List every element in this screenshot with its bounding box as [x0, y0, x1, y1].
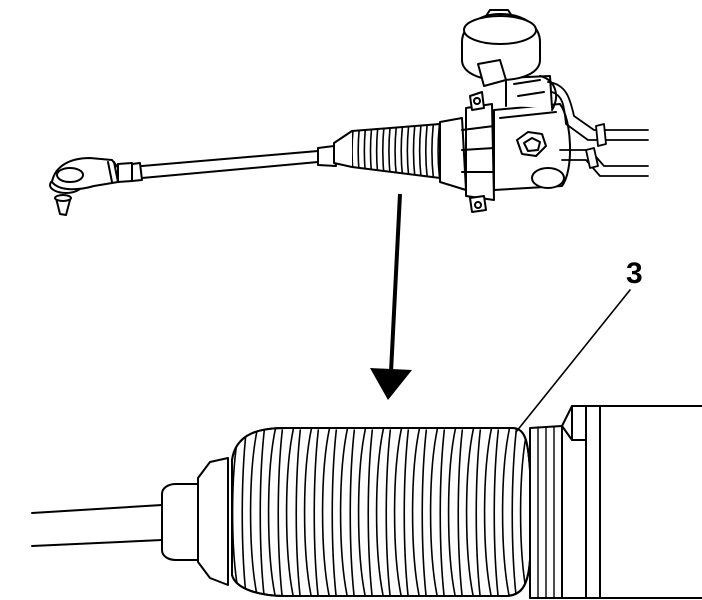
bellows-groove	[241, 429, 248, 596]
bellows-rib	[303, 428, 313, 596]
bellows-groove	[403, 429, 410, 596]
bellows-rib	[267, 428, 277, 596]
rack-housing-clamp	[439, 91, 495, 213]
bellows-rib	[249, 428, 259, 596]
boot-neck	[161, 457, 229, 586]
bellows-rib	[447, 428, 457, 596]
bellows-groove	[277, 429, 284, 596]
bellows-groove	[367, 429, 374, 596]
bellows-groove	[349, 429, 356, 596]
bellows-rib	[285, 428, 295, 596]
bellows-groove	[313, 429, 320, 596]
bellows-groove	[475, 429, 482, 596]
bellows-groove	[511, 429, 518, 596]
bellows-rib	[465, 428, 475, 596]
bellows-groove	[295, 429, 302, 596]
small-bellows-boot	[333, 123, 441, 179]
bellows-rib	[393, 428, 403, 596]
bellows-rib	[339, 428, 349, 596]
bellows-rib	[375, 428, 385, 596]
bellows-rib	[411, 428, 421, 596]
bellows-groove	[259, 429, 266, 596]
tie-rod	[117, 150, 319, 183]
valve-body	[493, 103, 571, 191]
steering-housing	[561, 405, 702, 599]
bellows-rib	[321, 428, 331, 596]
boot-detail-view	[31, 289, 702, 599]
pinion-reservoir	[461, 9, 557, 111]
bellows-groove	[385, 429, 392, 596]
bellows-rib	[357, 428, 367, 596]
hydraulic-lines	[547, 81, 649, 177]
bellows-boot	[231, 427, 531, 597]
detail-arrow	[370, 193, 412, 400]
bellows-rib	[501, 428, 511, 596]
bellows-groove	[331, 429, 338, 596]
callout-label-3: 3	[626, 257, 643, 290]
boot-collar	[529, 425, 563, 599]
bellows-groove	[457, 429, 464, 596]
tie-rod-detail	[31, 504, 163, 547]
bellows-groove	[421, 429, 428, 596]
bellows-groove	[439, 429, 446, 596]
steering-rack-assembly	[49, 9, 649, 216]
callout-leader-line	[515, 289, 631, 433]
small-bellows-rib	[431, 124, 435, 178]
bellows-groove	[493, 429, 500, 596]
bellows-rib	[429, 428, 439, 596]
bellows-rib	[483, 428, 493, 596]
tie-rod-end	[49, 157, 121, 216]
